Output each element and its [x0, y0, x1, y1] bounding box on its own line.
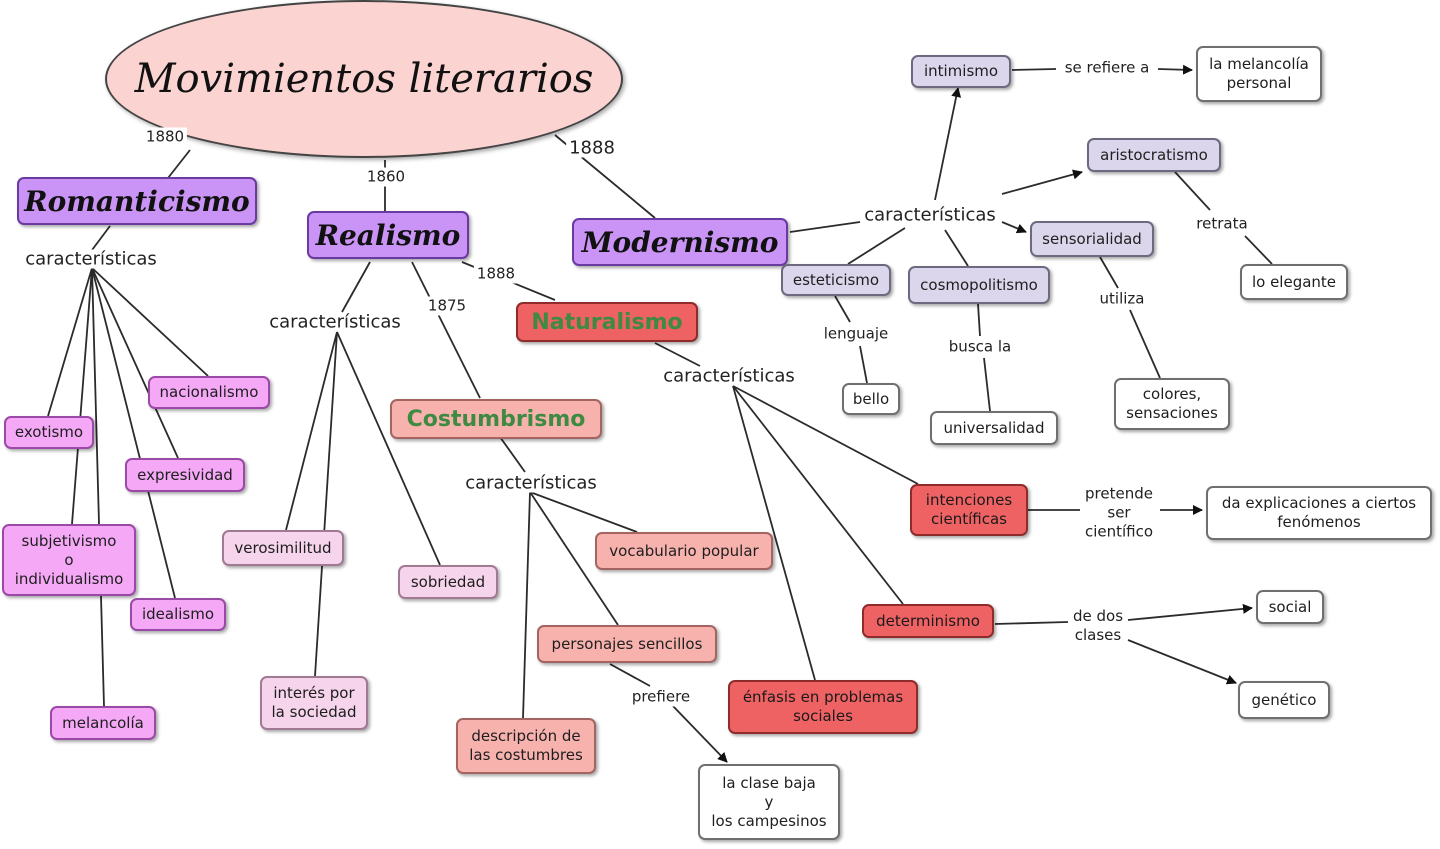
label-caracteristicas-costumbrismo: características	[462, 473, 600, 493]
edge-real-interes	[314, 331, 338, 677]
label-lenguaje: lenguaje	[820, 324, 892, 344]
label-dos-clases: de dos clases	[1069, 607, 1127, 645]
node-sobriedad[interactable]: sobriedad	[398, 565, 498, 599]
edge-nat-determinismo	[732, 385, 904, 605]
edge-rom-car	[91, 225, 111, 251]
edge-car-cosmopolitismo	[944, 229, 969, 267]
label-caracteristicas-naturalismo: características	[660, 366, 798, 386]
edge-cost-descripcion	[522, 491, 531, 719]
node-cosmopolitismo[interactable]: cosmopolitismo	[908, 266, 1050, 304]
edge-clases-genetico	[1127, 639, 1237, 685]
node-subjetivismo[interactable]: subjetivismo o individualismo	[2, 524, 136, 596]
node-genetico[interactable]: genético	[1238, 681, 1330, 719]
year-realismo: 1860	[363, 167, 409, 187]
edge-retrata-elegante	[1244, 235, 1273, 265]
edge-title-romanticismo	[167, 149, 191, 179]
node-colores[interactable]: colores, sensaciones	[1114, 378, 1230, 430]
node-explicaciones[interactable]: da explicaciones a ciertos fenómenos	[1206, 486, 1432, 540]
edge-clases-social	[1127, 603, 1253, 621]
node-social[interactable]: social	[1256, 590, 1324, 624]
edge-lenguaje-bello	[859, 345, 868, 384]
label-se-refiere: se refiere a	[1061, 58, 1153, 78]
label-prefiere: prefiere	[628, 687, 694, 707]
node-descripcion[interactable]: descripción de las costumbres	[456, 718, 596, 774]
label-caracteristicas-modernismo: características	[861, 205, 999, 225]
edge-rom-expresividad	[91, 267, 179, 459]
edge-rom-nacionalismo	[91, 267, 209, 377]
year-romanticismo: 1880	[142, 127, 188, 147]
node-realismo[interactable]: Realismo	[307, 211, 469, 259]
edge-prefiere-clase	[671, 704, 728, 763]
label-retrata: retrata	[1193, 214, 1251, 234]
edge-car-intimismo	[934, 87, 962, 201]
label-pretende: pretende ser científico	[1081, 484, 1157, 542]
edge-car-aristocratismo	[1001, 169, 1083, 195]
edge-sens-utiliza	[1099, 256, 1119, 289]
edge-real-cost	[411, 261, 481, 399]
node-enfasis[interactable]: énfasis en problemas sociales	[728, 680, 918, 734]
node-personajes[interactable]: personajes sencillos	[537, 625, 717, 663]
node-lo-elegante[interactable]: lo elegante	[1240, 264, 1348, 300]
edge-car-esteticismo	[847, 227, 906, 265]
label-busca: busca la	[945, 337, 1015, 357]
node-interes[interactable]: interés por la sociedad	[260, 676, 368, 730]
edge-intimismo-serefiere	[1011, 68, 1057, 71]
node-bello[interactable]: bello	[842, 383, 900, 415]
edge-cost-personajes	[529, 491, 619, 626]
label-caracteristicas-romanticismo: características	[22, 249, 160, 269]
edge-car-sensorialidad	[1001, 221, 1027, 234]
edge-cost-vocab	[529, 491, 638, 533]
map-title: Movimientos literarios	[105, 0, 623, 158]
edge-determinismo-clases	[994, 621, 1069, 625]
node-naturalismo[interactable]: Naturalismo	[516, 302, 698, 342]
edge-real-car	[341, 261, 371, 313]
node-clase-baja[interactable]: la clase baja y los campesinos	[698, 764, 840, 840]
node-expresividad[interactable]: expresividad	[125, 458, 245, 492]
edge-real-sobriedad	[336, 331, 441, 566]
label-utiliza: utiliza	[1096, 289, 1148, 309]
node-modernismo[interactable]: Modernismo	[572, 218, 788, 266]
year-modernismo: 1888	[566, 138, 618, 158]
node-intimismo[interactable]: intimismo	[911, 55, 1011, 88]
edge-cosmo-busca	[977, 303, 981, 337]
node-aristocratismo[interactable]: aristocratismo	[1087, 138, 1221, 172]
node-verosimilitud[interactable]: verosimilitud	[222, 530, 344, 566]
node-intenciones[interactable]: intenciones científicas	[910, 484, 1028, 536]
edge-est-lenguaje	[834, 295, 851, 323]
label-caracteristicas-realismo: características	[266, 312, 404, 332]
edge-cost-car	[499, 436, 526, 473]
edge-aristo-retrata	[1174, 171, 1211, 211]
edge-personajes-prefiere	[609, 663, 651, 687]
node-sensorialidad[interactable]: sensorialidad	[1030, 221, 1154, 257]
edge-serefiere-melancolia	[1157, 64, 1193, 75]
edge-mod-car	[789, 221, 861, 233]
node-costumbrismo[interactable]: Costumbrismo	[390, 399, 602, 439]
edge-rom-exotismo	[47, 267, 93, 417]
node-vocabulario[interactable]: vocabulario popular	[595, 532, 773, 570]
edge-busca-universalidad	[983, 357, 991, 412]
node-romanticismo[interactable]: Romanticismo	[17, 177, 257, 225]
edge-nat-enfasis	[732, 385, 816, 681]
edge-nat-intenciones	[732, 385, 919, 485]
node-exotismo[interactable]: exotismo	[4, 416, 94, 449]
edge-utiliza-colores	[1129, 309, 1161, 379]
node-nacionalismo[interactable]: nacionalismo	[148, 376, 270, 409]
edge-rom-melancolia	[91, 267, 105, 707]
node-universalidad[interactable]: universalidad	[930, 411, 1058, 445]
node-melancolia[interactable]: melancolía	[50, 706, 156, 740]
node-idealismo[interactable]: idealismo	[130, 598, 226, 631]
year-costumbrismo: 1875	[424, 296, 470, 316]
edge-rom-idealismo	[91, 267, 176, 599]
node-esteticismo[interactable]: esteticismo	[781, 264, 891, 296]
year-naturalismo: 1888	[473, 264, 519, 284]
node-determinismo[interactable]: determinismo	[862, 604, 994, 638]
edge-real-verosimilitud	[285, 331, 338, 531]
node-melancolia-personal[interactable]: la melancolía personal	[1196, 46, 1322, 102]
edge-nat-car	[654, 342, 701, 367]
edge-rom-subjetivismo	[71, 267, 93, 525]
